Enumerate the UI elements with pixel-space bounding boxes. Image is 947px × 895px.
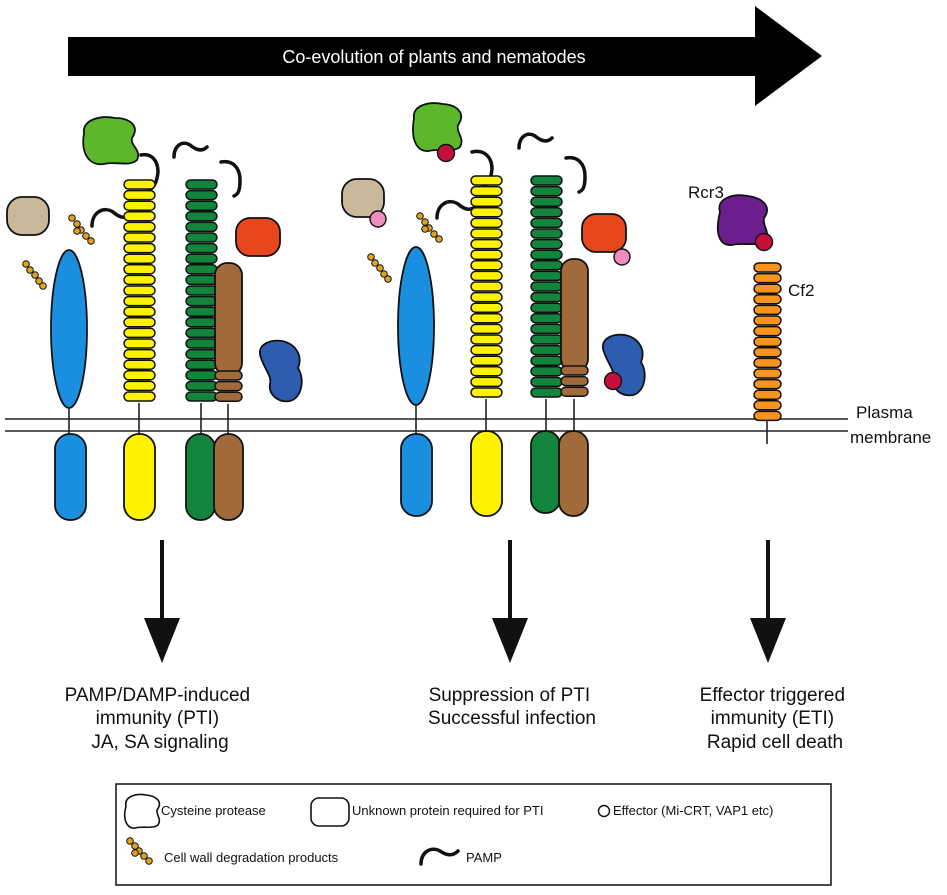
panel-eti xyxy=(716,194,786,663)
legend-cysteine-protease-label: Cysteine protease xyxy=(161,803,266,818)
outcome-pti: PAMP/DAMP-induced immunity (PTI) JA, SA … xyxy=(65,685,256,753)
legend-box xyxy=(115,783,832,886)
cysteine-protease-icon xyxy=(412,102,463,152)
pamp-icon xyxy=(564,155,587,194)
legend-pamp-label: PAMP xyxy=(466,850,502,865)
membrane-label: membrane xyxy=(850,428,931,447)
unknown-protein-red-icon xyxy=(581,213,627,253)
cf2-label: Cf2 xyxy=(788,281,814,300)
legend-unknown-protein-icon xyxy=(310,797,350,827)
cysteine-protease-icon xyxy=(82,116,140,166)
cysteine-protease-blue-icon xyxy=(258,339,303,403)
unknown-protein-icon xyxy=(6,196,50,236)
outcome-pti-line3: JA, SA signaling xyxy=(91,732,228,753)
outcome-eti-line3: Rapid cell death xyxy=(707,732,843,753)
outcome-suppression: Suppression of PTI Successful infection xyxy=(428,685,596,729)
effector-icon xyxy=(754,232,774,252)
panel-pti xyxy=(6,116,303,663)
cf2-receptor-icon xyxy=(753,262,782,422)
legend-cysteine-protease-icon xyxy=(123,793,161,829)
unknown-protein-red-icon xyxy=(235,217,281,257)
rcr3-label: Rcr3 xyxy=(688,183,724,202)
yellow-receptor-icon xyxy=(123,179,156,402)
outcome-pti-line1: PAMP/DAMP-induced xyxy=(65,685,251,706)
green-receptor-icon xyxy=(185,179,218,402)
plasma-membrane xyxy=(5,418,848,432)
outcome-suppression-line1: Suppression of PTI xyxy=(429,685,591,706)
pamp-icon xyxy=(172,141,209,159)
legend-unknown-protein-label: Unknown protein required for PTI xyxy=(352,803,543,818)
rcr3-protease-icon xyxy=(716,194,768,246)
outcome-eti-line2: immunity (ETI) xyxy=(711,708,835,729)
outcome-eti: Effector triggered immunity (ETI) Rapid … xyxy=(700,685,851,753)
effector-icon xyxy=(436,143,456,163)
plasma-label: Plasma xyxy=(856,403,913,422)
effector-icon xyxy=(369,210,387,228)
pamp-icon xyxy=(219,159,242,198)
brown-coreceptor-icon xyxy=(560,258,589,372)
panel-suppression xyxy=(341,102,646,663)
blue-receptor-icon xyxy=(50,249,88,409)
unknown-protein-icon xyxy=(341,178,385,218)
legend-effector-label: Effector (Mi-CRT, VAP1 etc) xyxy=(613,803,773,818)
outcome-eti-line1: Effector triggered xyxy=(700,685,845,706)
coevolution-banner-arrow xyxy=(68,6,822,106)
legend-cell-wall-label: Cell wall degradation products xyxy=(164,850,339,865)
effector-icon xyxy=(613,248,631,266)
pamp-icon xyxy=(517,132,554,150)
yellow-receptor-icon xyxy=(470,175,503,398)
outcome-pti-line2: immunity (PTI) xyxy=(96,708,220,729)
blue-receptor-icon xyxy=(397,246,435,406)
brown-coreceptor-icon xyxy=(214,262,243,376)
green-receptor-icon xyxy=(530,175,563,398)
legend-pamp-icon xyxy=(419,847,460,866)
legend-effector-icon xyxy=(597,804,611,818)
banner-title: Co-evolution of plants and nematodes xyxy=(282,47,585,67)
outcome-suppression-line2: Successful infection xyxy=(428,708,596,729)
effector-icon xyxy=(603,371,623,391)
